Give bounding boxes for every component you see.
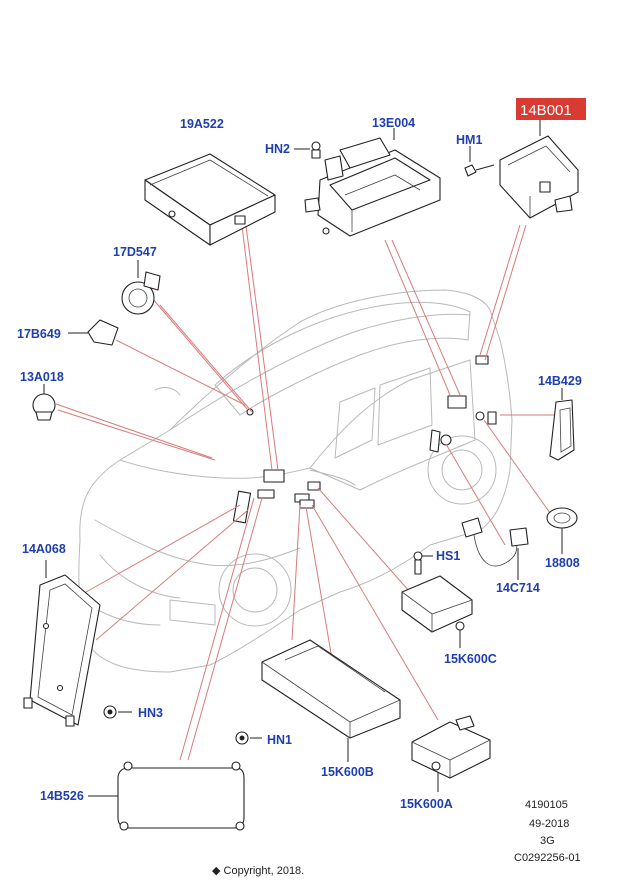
module-14A068[interactable]	[23, 560, 101, 727]
module-14B429[interactable]	[549, 388, 575, 461]
sensor-17D547[interactable]	[121, 260, 161, 315]
label-13E004[interactable]: 13E004	[372, 116, 415, 130]
label-HN3[interactable]: HN3	[138, 706, 163, 720]
label-HM1[interactable]: HM1	[456, 133, 482, 147]
label-14C714[interactable]: 14C714	[496, 581, 540, 595]
sensor-17B649[interactable]	[68, 319, 119, 346]
module-15K600C[interactable]	[401, 575, 473, 648]
screw-HM1[interactable]	[464, 146, 495, 177]
module-19A522[interactable]	[144, 153, 276, 246]
sensor-18808[interactable]	[546, 507, 578, 554]
drawing-reference: C0292256-01	[514, 852, 581, 864]
label-HN2[interactable]: HN2	[265, 142, 290, 156]
label-15K600C[interactable]: 15K600C	[444, 652, 497, 666]
vehicle-outline	[78, 289, 513, 673]
module-14B001[interactable]	[499, 118, 579, 219]
module-15K600A[interactable]	[411, 715, 491, 792]
label-14B526[interactable]: 14B526	[40, 789, 84, 803]
label-19A522[interactable]: 19A522	[180, 117, 224, 131]
drawing-revision: 3G	[540, 835, 555, 847]
label-HN1[interactable]: HN1	[267, 733, 292, 747]
leader-lines	[55, 224, 556, 761]
module-13E004[interactable]	[304, 128, 441, 237]
drawing-date: 49-2018	[529, 818, 569, 830]
horn-13A018[interactable]	[32, 384, 56, 421]
label-13A018[interactable]: 13A018	[20, 370, 64, 384]
drawing-code: 4190105	[525, 799, 568, 811]
copyright-notice: ◆ Copyright, 2018.	[212, 865, 304, 877]
nut-HN3[interactable]	[103, 705, 132, 719]
label-17D547[interactable]: 17D547	[113, 245, 157, 259]
highlight-box-14B001	[516, 98, 586, 120]
label-14A068[interactable]: 14A068	[22, 542, 66, 556]
label-18808[interactable]: 18808	[545, 556, 580, 570]
label-17B649[interactable]: 17B649	[17, 327, 61, 341]
module-14B526[interactable]	[88, 761, 245, 831]
vehicle-connectors	[232, 355, 497, 524]
harness-14C714[interactable]	[461, 517, 529, 580]
screw-HS1[interactable]	[413, 551, 433, 575]
module-15K600B[interactable]	[261, 639, 401, 762]
label-HS1[interactable]: HS1	[436, 549, 460, 563]
label-15K600A[interactable]: 15K600A	[400, 797, 453, 811]
label-14B001[interactable]: 14B001	[520, 102, 572, 119]
nut-HN1[interactable]	[235, 731, 262, 745]
label-15K600B[interactable]: 15K600B	[321, 765, 374, 779]
bolt-HN2[interactable]	[294, 141, 321, 159]
label-14B429[interactable]: 14B429	[538, 374, 582, 388]
